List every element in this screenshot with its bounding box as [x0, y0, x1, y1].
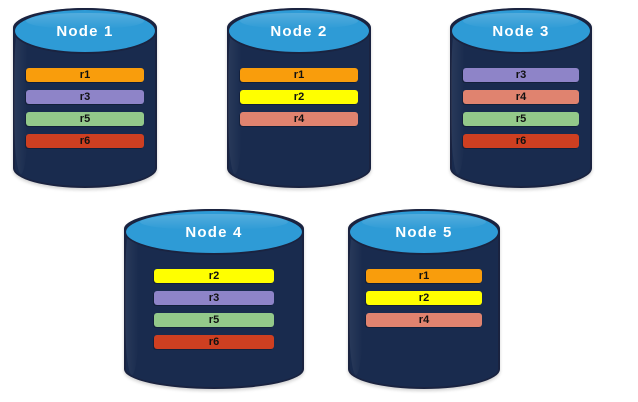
- replica-bar[interactable]: r5: [26, 112, 144, 126]
- replica-list: r3 r4 r5 r6: [450, 68, 592, 148]
- node-label: Node 2: [270, 22, 328, 40]
- db-node-3[interactable]: Node 3 r3 r4 r5 r6: [450, 8, 592, 188]
- cylinder-top-ellipse: Node 4: [124, 209, 304, 255]
- replica-bar[interactable]: r2: [154, 269, 274, 283]
- replica-label: r3: [208, 291, 220, 304]
- replica-bar[interactable]: r6: [463, 134, 579, 148]
- replica-list: r1 r2 r4: [227, 68, 371, 126]
- replica-bar[interactable]: r3: [26, 90, 144, 104]
- replica-label: r2: [208, 269, 220, 282]
- node-label: Node 4: [185, 223, 243, 241]
- db-node-5[interactable]: Node 5 r1 r2 r4: [348, 209, 500, 389]
- replica-label: r4: [293, 112, 305, 125]
- replica-label: r4: [515, 90, 527, 103]
- replica-label: r2: [418, 291, 430, 304]
- replica-label: r4: [418, 313, 430, 326]
- replica-label: r1: [293, 68, 305, 81]
- replica-bar[interactable]: r2: [366, 291, 482, 305]
- replica-bar[interactable]: r6: [26, 134, 144, 148]
- replica-bar[interactable]: r3: [154, 291, 274, 305]
- node-label: Node 5: [395, 223, 453, 241]
- cylinder-top-ellipse: Node 1: [13, 8, 157, 54]
- replica-label: r6: [515, 134, 527, 147]
- replica-bar[interactable]: r6: [154, 335, 274, 349]
- node-label: Node 3: [492, 22, 550, 40]
- replica-bar[interactable]: r5: [463, 112, 579, 126]
- db-node-1[interactable]: Node 1 r1 r3 r5 r6: [13, 8, 157, 188]
- replica-label: r6: [208, 335, 220, 348]
- replica-list: r1 r3 r5 r6: [13, 68, 157, 148]
- replica-bar[interactable]: r1: [240, 68, 358, 82]
- node-label: Node 1: [56, 22, 114, 40]
- db-node-2[interactable]: Node 2 r1 r2 r4: [227, 8, 371, 188]
- replica-label: r6: [79, 134, 91, 147]
- replica-label: r5: [208, 313, 220, 326]
- replica-label: r3: [79, 90, 91, 103]
- cylinder-top-ellipse: Node 5: [348, 209, 500, 255]
- replica-bar[interactable]: r4: [366, 313, 482, 327]
- replica-bar[interactable]: r1: [26, 68, 144, 82]
- replica-list: r1 r2 r4: [348, 269, 500, 327]
- replica-label: r5: [79, 112, 91, 125]
- replica-bar[interactable]: r4: [463, 90, 579, 104]
- cylinder-top-ellipse: Node 3: [450, 8, 592, 54]
- replica-bar[interactable]: r1: [366, 269, 482, 283]
- replica-label: r5: [515, 112, 527, 125]
- replica-bar[interactable]: r4: [240, 112, 358, 126]
- replica-bar[interactable]: r2: [240, 90, 358, 104]
- replica-bar[interactable]: r5: [154, 313, 274, 327]
- db-node-4[interactable]: Node 4 r2 r3 r5 r6: [124, 209, 304, 389]
- replica-label: r1: [79, 68, 91, 81]
- replica-label: r3: [515, 68, 527, 81]
- cylinder-top-ellipse: Node 2: [227, 8, 371, 54]
- replica-label: r2: [293, 90, 305, 103]
- replica-bar[interactable]: r3: [463, 68, 579, 82]
- replica-label: r1: [418, 269, 430, 282]
- replica-list: r2 r3 r5 r6: [124, 269, 304, 349]
